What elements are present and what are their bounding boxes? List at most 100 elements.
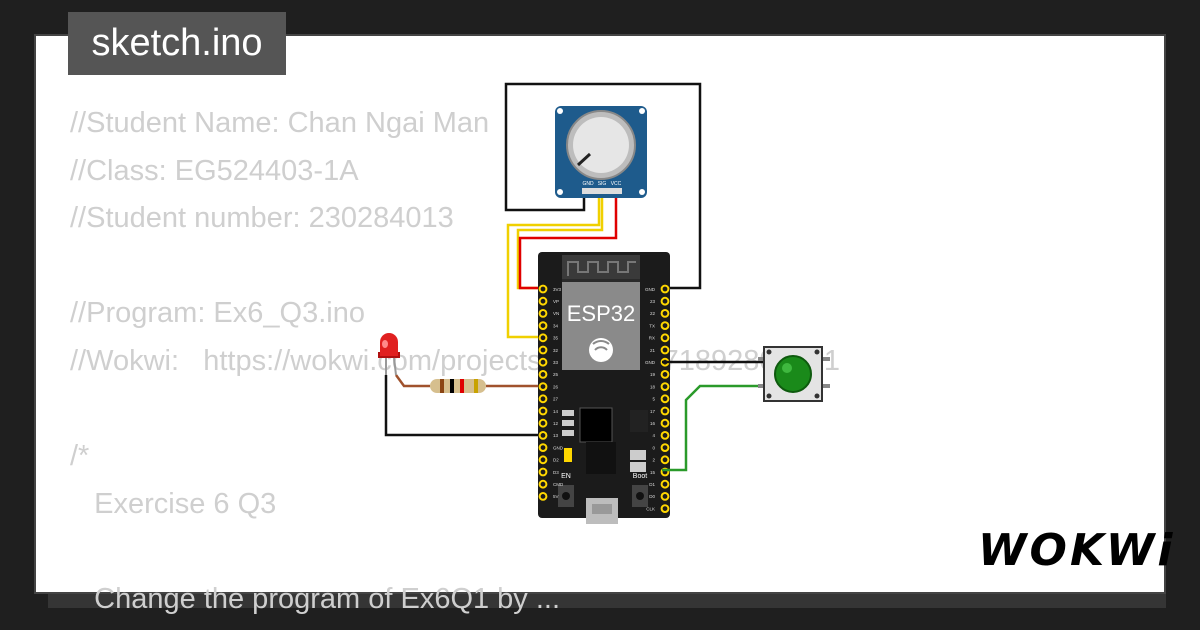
right-pin-16[interactable] <box>660 418 670 428</box>
right-pin-label: 15 <box>650 470 656 475</box>
right-pin-21[interactable] <box>660 345 670 355</box>
right-pin-CLK[interactable] <box>660 504 670 514</box>
left-pin-D2[interactable] <box>538 455 548 465</box>
button-cap[interactable] <box>774 355 812 393</box>
right-pin-label: 0 <box>652 445 655 450</box>
wokwi-logo: WOKWi <box>978 525 1176 576</box>
usb-port <box>586 498 618 524</box>
wire-pot-gnd <box>504 82 702 290</box>
right-pin-label: 18 <box>650 384 656 389</box>
left-pin-34[interactable] <box>538 321 548 331</box>
right-pin-GND[interactable] <box>660 284 670 294</box>
left-pin-label: 32 <box>553 348 559 353</box>
left-pin-14[interactable] <box>538 406 548 416</box>
right-pin-17[interactable] <box>660 406 670 416</box>
right-pin-0[interactable] <box>660 443 670 453</box>
boot-button[interactable] <box>632 485 648 507</box>
right-pin-label: GND <box>645 287 656 292</box>
code-line: //Class: EG524403-1A <box>70 154 359 187</box>
code-line: //Program: Ex6_Q3.ino <box>70 297 365 330</box>
right-pin-label: TX <box>649 323 655 328</box>
right-pin-D0[interactable] <box>660 492 670 501</box>
right-pin-19[interactable] <box>660 370 670 379</box>
esp32-board[interactable]: ESP32 EN Boot 3V3VPVN3435323325262714121… <box>538 252 670 524</box>
right-pin-label: 4 <box>652 433 655 438</box>
card-shadow <box>48 594 1166 608</box>
left-pin-13[interactable] <box>538 431 548 440</box>
right-pin-label: 23 <box>650 299 656 304</box>
code-line: Exercise 6 Q3 <box>70 487 277 520</box>
right-pin-label: 17 <box>650 409 656 414</box>
right-pin-label: 22 <box>650 311 656 316</box>
right-pin-TX[interactable] <box>660 321 670 331</box>
left-pin-VP[interactable] <box>538 296 548 306</box>
code-line: //Student Name: Chan Ngai Man <box>70 107 490 139</box>
right-pin-18[interactable] <box>660 382 670 392</box>
left-pin-D3[interactable] <box>538 467 548 477</box>
right-pin-4[interactable] <box>660 431 670 440</box>
right-pin-label: CLK <box>646 506 655 511</box>
boot-label: Boot <box>633 473 647 480</box>
left-pin-label: VP <box>553 299 559 304</box>
left-pin-3V3[interactable] <box>538 284 548 294</box>
push-button[interactable] <box>758 346 830 402</box>
left-pin-VN[interactable] <box>538 309 548 318</box>
left-pin-12[interactable] <box>538 418 548 428</box>
pot-pin-label-vcc: VCC <box>611 181 622 187</box>
right-pin-label: D0 <box>649 494 655 499</box>
left-pin-label: 12 <box>553 421 559 426</box>
left-pin-label: 14 <box>553 409 559 414</box>
wire-pot-sig-2 <box>506 195 601 339</box>
right-pin-label: 19 <box>650 372 656 377</box>
right-pin-D1[interactable] <box>660 479 670 489</box>
right-pin-2[interactable] <box>660 455 670 465</box>
left-pin-GND[interactable] <box>538 443 548 453</box>
right-pin-label: GND <box>645 360 656 365</box>
en-button[interactable] <box>558 485 574 507</box>
potentiometer[interactable]: GND SIG VCC <box>555 106 647 198</box>
file-title: sketch.ino <box>68 12 286 75</box>
left-pin-label: GND <box>553 445 564 450</box>
code-line: //Student number: 230284013 <box>70 202 454 235</box>
en-label: EN <box>561 473 571 480</box>
left-pin-5V[interactable] <box>538 492 548 501</box>
right-pin-label: 21 <box>650 348 656 353</box>
left-pin-25[interactable] <box>538 370 548 379</box>
left-pin-27[interactable] <box>538 394 548 404</box>
right-pin-23[interactable] <box>660 296 670 306</box>
left-pin-label: 3V3 <box>553 287 562 292</box>
left-pin-label: 34 <box>553 323 559 328</box>
left-pin-label: 27 <box>553 397 559 402</box>
espressif-logo-icon <box>589 338 613 362</box>
code-preview: //Student Name: Chan Ngai Man //Class: EG… <box>70 100 840 624</box>
right-pin-22[interactable] <box>660 309 670 318</box>
right-pin-label: 16 <box>650 421 656 426</box>
left-pin-label: D3 <box>553 470 559 475</box>
left-pin-CMD[interactable] <box>538 479 548 489</box>
right-pin-label: RX <box>649 336 655 341</box>
left-pin-33[interactable] <box>538 357 548 367</box>
right-pin-label: 5 <box>652 397 655 402</box>
wire-button-signal <box>662 384 770 472</box>
right-pin-RX[interactable] <box>660 333 670 343</box>
wire-led-anode <box>394 374 430 388</box>
left-pin-26[interactable] <box>538 382 548 392</box>
red-led[interactable] <box>378 333 400 376</box>
left-pin-label: 35 <box>553 336 559 341</box>
right-pin-5[interactable] <box>660 394 670 404</box>
pot-pin-label-gnd: GND <box>582 181 594 187</box>
left-pin-32[interactable] <box>538 345 548 355</box>
board-label: ESP32 <box>567 301 636 326</box>
left-pin-35[interactable] <box>538 333 548 343</box>
wire-led-cathode <box>384 375 540 437</box>
resistor[interactable] <box>430 379 486 393</box>
left-pin-label: 26 <box>553 384 559 389</box>
left-pin-label: 5V <box>553 494 559 499</box>
left-pin-label: 25 <box>553 372 559 377</box>
right-pin-label: 2 <box>652 458 655 463</box>
code-line: Change the program of Ex6Q1 by ... <box>70 582 561 615</box>
code-line: /* <box>70 440 90 473</box>
